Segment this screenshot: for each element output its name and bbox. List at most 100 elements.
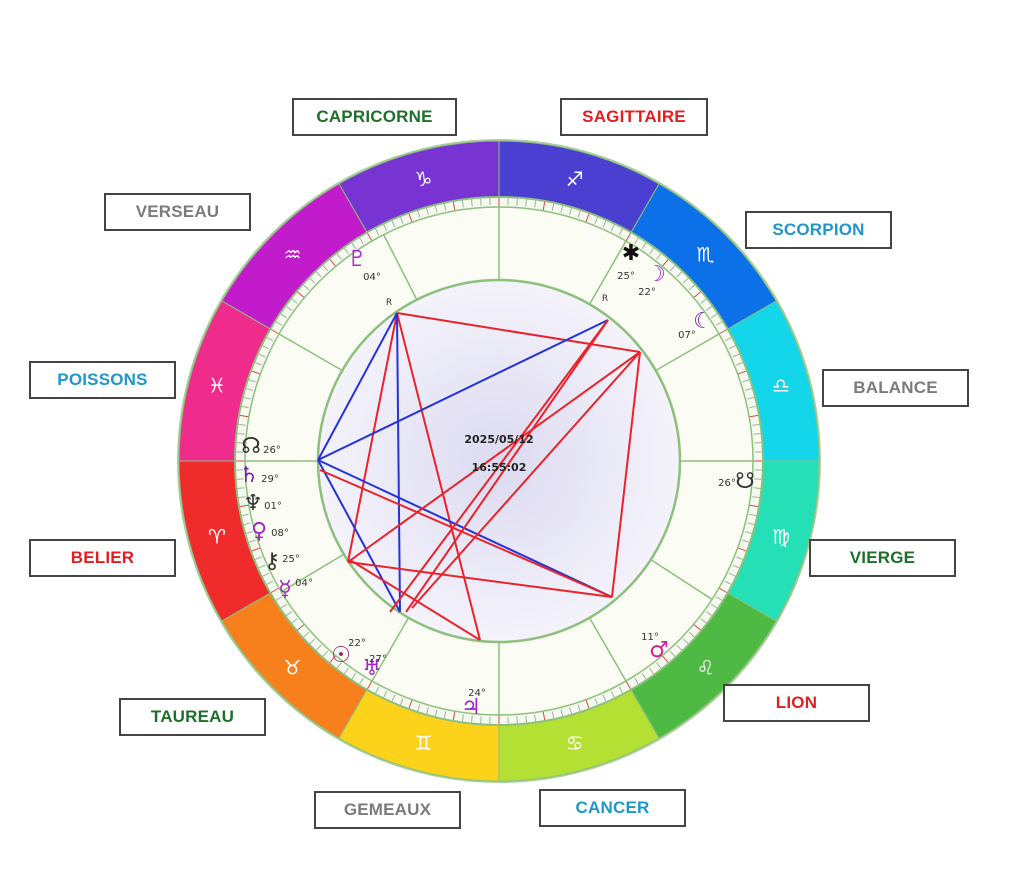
planet-pluto-degree: 04° [363, 272, 381, 283]
degree-tick [551, 203, 555, 211]
planet-venus-degree: 08° [271, 528, 289, 539]
degree-tick [710, 603, 718, 609]
degree-tick [728, 345, 736, 350]
degree-tick [682, 277, 689, 284]
degree-tick [391, 694, 396, 702]
house-cusp-line [650, 558, 713, 600]
aspect-line [347, 312, 398, 563]
planet-north-node-degree: 26° [263, 445, 281, 456]
degree-tick [241, 513, 249, 517]
planet-saturn-degree: 29° [261, 474, 279, 485]
sign-label-verseau: VERSEAU [104, 193, 251, 231]
degree-tick [285, 611, 293, 616]
sign-label-balance: BALANCE [822, 369, 969, 407]
aspect-line [396, 312, 401, 613]
degree-tick [569, 208, 572, 216]
degree-tick [258, 353, 266, 358]
degree-tick [594, 698, 598, 706]
degree-tick [602, 220, 607, 228]
planet-chiron-icon: ⚷ [264, 549, 280, 574]
planet-sun-star-retrograde: R [602, 294, 608, 304]
degree-tick [749, 513, 757, 517]
degree-tick [400, 216, 404, 224]
aspect-line [317, 459, 401, 613]
aspect-line [319, 469, 613, 598]
degree-tick [254, 556, 262, 560]
degree-tick [752, 496, 760, 499]
degree-tick [618, 686, 623, 694]
degree-tick [280, 603, 288, 609]
degree-tick [391, 220, 396, 228]
degree-tick [248, 539, 256, 543]
house-cusp-line [588, 240, 627, 305]
degree-tick [577, 704, 581, 712]
sign-label-vierge: VIERGE [809, 539, 956, 577]
planet-sun-icon: ☉ [331, 643, 351, 668]
planet-mars-icon: ♂ [649, 638, 669, 663]
planet-moon-2-icon: ☾ [693, 309, 713, 334]
degree-tick [715, 321, 723, 326]
degree-tick [736, 362, 744, 366]
sign-label-taureau: TAUREAU [119, 698, 266, 736]
degree-tick [669, 265, 676, 272]
degree-tick [359, 677, 364, 685]
planet-neptune-degree: 01° [264, 501, 282, 512]
degree-tick [569, 706, 572, 714]
degree-tick [315, 271, 322, 278]
degree-tick [351, 242, 357, 250]
planet-moon-2-degree: 07° [678, 330, 696, 341]
degree-tick [715, 596, 723, 601]
sign-label-poissons: POISSONS [29, 361, 176, 399]
planet-sun-star-icon: ✱ [622, 241, 640, 266]
house-cusp-line [278, 333, 343, 372]
degree-tick [309, 638, 316, 645]
aspect-line [347, 351, 641, 563]
degree-tick [610, 224, 615, 232]
planet-jupiter-degree: 24° [468, 688, 486, 699]
degree-tick [275, 596, 283, 601]
degree-tick [560, 709, 564, 717]
planet-venus-icon: ♀ [251, 519, 267, 544]
degree-tick [736, 556, 744, 560]
degree-tick [669, 650, 676, 657]
degree-tick [417, 210, 421, 218]
planet-neptune-icon: ♆ [243, 491, 263, 516]
degree-tick [705, 306, 713, 311]
degree-tick [322, 650, 329, 657]
degree-tick [577, 210, 581, 218]
planet-south-node-degree: 26° [718, 478, 736, 489]
degree-tick [400, 698, 404, 706]
degree-tick [309, 277, 316, 284]
degree-tick [534, 200, 537, 208]
planet-moon-1-degree: 22° [638, 287, 656, 298]
degree-tick [551, 711, 555, 719]
degree-tick [461, 200, 464, 208]
degree-tick [375, 228, 380, 236]
house-cusp-line [655, 333, 720, 372]
sign-glyph-balance: ♎ [772, 373, 790, 397]
sign-glyph-cancer: ♋ [566, 731, 584, 755]
degree-tick [238, 423, 246, 426]
sign-glyph-vierge: ♍ [772, 525, 790, 549]
degree-tick [752, 423, 760, 426]
degree-tick [443, 711, 447, 719]
degree-tick [426, 706, 429, 714]
degree-tick [656, 253, 662, 260]
sign-glyph-verseau: ♒ [284, 243, 302, 267]
degree-tick [266, 580, 274, 585]
degree-tick [246, 388, 254, 391]
sign-label-belier: BELIER [29, 539, 176, 577]
planet-pluto-icon: ♇ [347, 247, 367, 272]
degree-tick [243, 396, 251, 400]
aspect-line [405, 319, 609, 613]
sign-glyph-scorpion: ♏ [697, 243, 715, 267]
sign-glyph-lion: ♌ [697, 655, 715, 679]
house-cusp-line [383, 234, 418, 301]
planet-uranus-icon: ♅ [362, 656, 382, 681]
degree-tick [443, 203, 447, 211]
degree-tick [303, 284, 310, 291]
degree-tick [656, 662, 662, 669]
degree-tick [594, 216, 598, 224]
degree-tick [724, 337, 732, 342]
